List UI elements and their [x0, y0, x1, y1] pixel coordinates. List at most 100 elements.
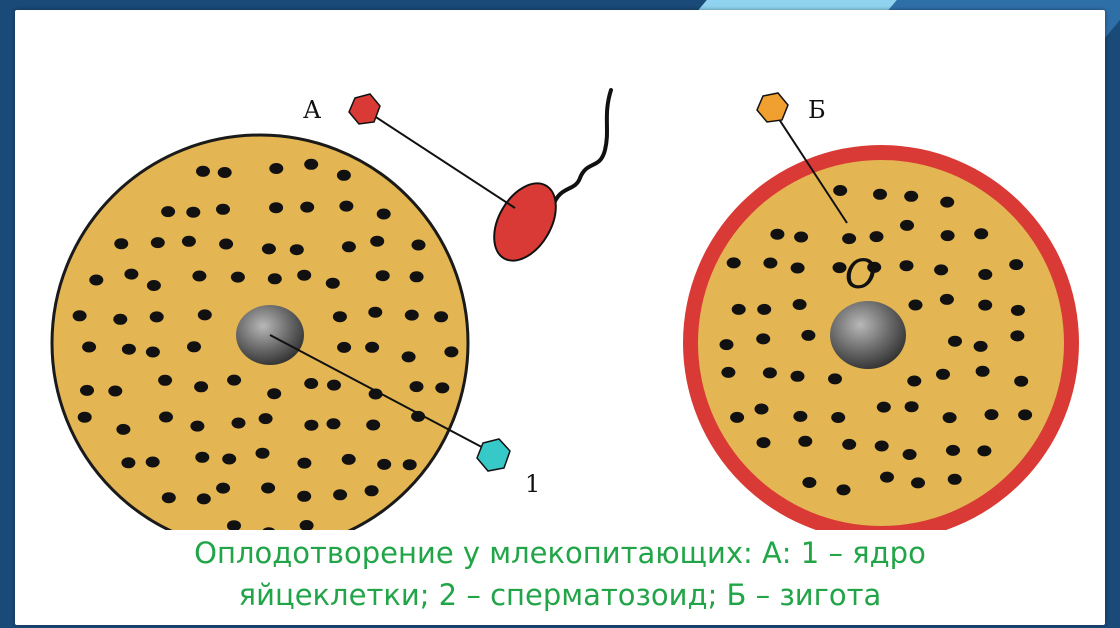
granule [196, 166, 210, 177]
granule [763, 367, 777, 378]
granule [977, 445, 991, 456]
granule [791, 263, 805, 274]
sperm-tail [553, 90, 611, 206]
granule [791, 371, 805, 382]
granule [297, 458, 311, 469]
granule [339, 201, 353, 212]
granule [218, 167, 232, 178]
granule [73, 310, 87, 321]
granule [911, 477, 925, 488]
granule [222, 454, 236, 465]
granule [80, 385, 94, 396]
granule [444, 346, 458, 357]
granule [880, 472, 894, 483]
granule [365, 485, 379, 496]
granule [802, 477, 816, 488]
granule [405, 310, 419, 321]
granule [435, 382, 449, 393]
granule [78, 412, 92, 423]
granule [732, 304, 746, 315]
granule [121, 457, 135, 468]
granule [900, 260, 914, 271]
granule [831, 412, 845, 423]
granule [907, 376, 921, 387]
granule [978, 269, 992, 280]
granule [376, 270, 390, 281]
granule [412, 240, 426, 251]
granule [269, 163, 283, 174]
granule [985, 409, 999, 420]
marker-b [757, 93, 788, 122]
granule [300, 202, 314, 213]
granule [828, 373, 842, 384]
granule [842, 439, 856, 450]
granule [82, 342, 96, 353]
granule [763, 258, 777, 269]
granule [842, 233, 856, 244]
granule [946, 445, 960, 456]
granule [909, 300, 923, 311]
granule [262, 243, 276, 254]
granule [186, 207, 200, 218]
granule [227, 375, 241, 386]
granule [877, 402, 891, 413]
granule [368, 307, 382, 318]
granule [941, 230, 955, 241]
granule [403, 459, 417, 470]
granule [161, 206, 175, 217]
granule [342, 454, 356, 465]
granule [1010, 330, 1024, 341]
granule [377, 459, 391, 470]
granule [150, 311, 164, 322]
granule [1018, 409, 1032, 420]
granule [948, 474, 962, 485]
granule [793, 411, 807, 422]
granule [900, 220, 914, 231]
granule [1009, 259, 1023, 270]
granule [721, 367, 735, 378]
granule [873, 189, 887, 200]
granule [297, 270, 311, 281]
granule [304, 378, 318, 389]
granule [730, 412, 744, 423]
granule [974, 228, 988, 239]
granule [342, 241, 356, 252]
granule [770, 229, 784, 240]
granule [904, 191, 918, 202]
granule [333, 311, 347, 322]
granule [182, 236, 196, 247]
granule [192, 271, 206, 282]
granule [113, 314, 127, 325]
granule [798, 436, 812, 447]
granule [147, 280, 161, 291]
granule [327, 418, 341, 429]
granule [333, 489, 347, 500]
granule [794, 232, 808, 243]
granule [978, 300, 992, 311]
granule [757, 437, 771, 448]
granule [1011, 305, 1025, 316]
granule [231, 272, 245, 283]
granule [162, 492, 176, 503]
granule [259, 413, 273, 424]
granule [198, 309, 212, 320]
granule [216, 483, 230, 494]
granule [304, 420, 318, 431]
granule [757, 304, 771, 315]
granule [269, 202, 283, 213]
granule [216, 204, 230, 215]
granule [89, 275, 103, 286]
granule [905, 401, 919, 412]
granule [108, 386, 122, 397]
granule [974, 341, 988, 352]
granule [402, 351, 416, 362]
granule [124, 269, 138, 280]
granule [290, 244, 304, 255]
granule [903, 449, 917, 460]
granule [837, 484, 851, 495]
granule [366, 420, 380, 431]
granule [976, 366, 990, 377]
caption-line-1: Оплодотворение у млекопитающих: А: 1 – я… [15, 532, 1105, 574]
granule [268, 273, 282, 284]
granule [940, 197, 954, 208]
